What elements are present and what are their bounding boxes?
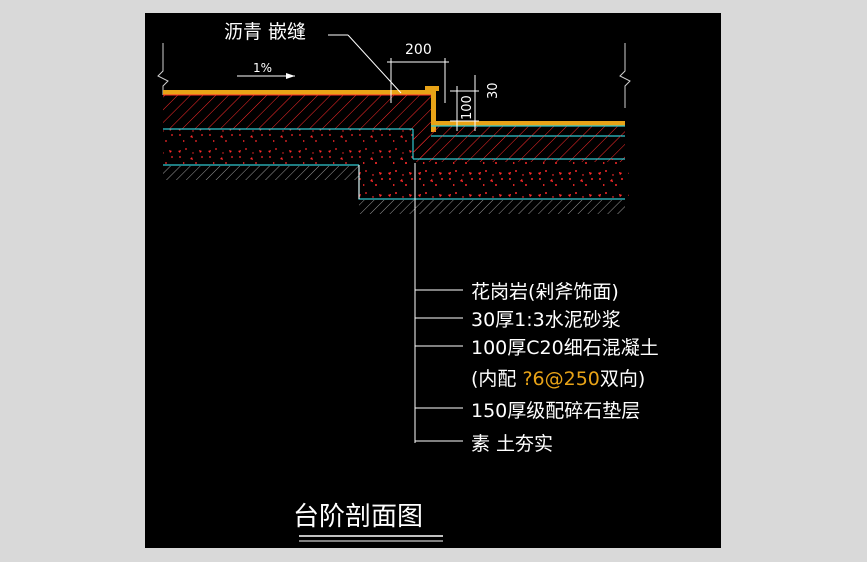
- dimension-200: 200: [387, 42, 449, 103]
- upper-platform: [163, 90, 431, 180]
- slope-label: 1%: [253, 61, 272, 75]
- dimension-width-label: 200: [405, 42, 432, 58]
- layer-label-mortar: 30厚1:3水泥砂浆: [471, 309, 621, 331]
- granite-layer-lower: [431, 121, 625, 126]
- layer-labels: 花岗岩(剁斧饰面) 30厚1:3水泥砂浆 100厚C20细石混凝土 (内配 ?6…: [471, 281, 659, 455]
- concrete-layer-lower: [371, 159, 625, 199]
- layer-label-gravel: 150厚级配碎石垫层: [471, 400, 640, 422]
- reinforcement-prefix: (内配: [471, 368, 522, 390]
- lower-tread: [359, 121, 625, 214]
- mortar-layer-upper: [163, 95, 431, 129]
- dimension-depth-label: 30: [486, 82, 501, 99]
- layer-label-soil: 素 土夯实: [471, 433, 553, 455]
- layer-leader: [414, 163, 463, 443]
- section-drawing: 1% 沥青 嵌缝 200 100 30 花岗岩(剁斧饰面) 30厚1:3水泥砂浆…: [157, 21, 659, 542]
- concrete-hatch-lower: [413, 136, 625, 162]
- dimension-vertical: 100 30: [450, 75, 501, 131]
- dimension-step-label: 100: [460, 95, 475, 120]
- soil-layer-upper: [163, 166, 359, 180]
- layer-label-reinforcement: (内配 ?6@250双向): [471, 368, 645, 390]
- reinforcement-spec: ?6@250: [522, 368, 599, 390]
- slope-indicator: 1%: [237, 61, 295, 79]
- drawing-title: 台阶剖面图: [293, 502, 423, 532]
- layer-label-concrete: 100厚C20细石混凝土: [471, 337, 659, 359]
- asphalt-seam-label: 沥青 嵌缝: [224, 21, 306, 43]
- cad-drawing-canvas: 1% 沥青 嵌缝 200 100 30 花岗岩(剁斧饰面) 30厚1:3水泥砂浆…: [145, 13, 721, 548]
- layer-label-granite: 花岗岩(剁斧饰面): [471, 281, 619, 303]
- seam-callout: 沥青 嵌缝: [224, 21, 402, 94]
- break-lines: [157, 43, 631, 108]
- reinforcement-suffix: 双向): [600, 368, 645, 390]
- soil-layer-lower: [359, 200, 625, 214]
- drawing-title-block: 台阶剖面图: [293, 502, 443, 542]
- mortar-layer-lower: [431, 126, 625, 136]
- granite-layer-upper: [163, 90, 431, 95]
